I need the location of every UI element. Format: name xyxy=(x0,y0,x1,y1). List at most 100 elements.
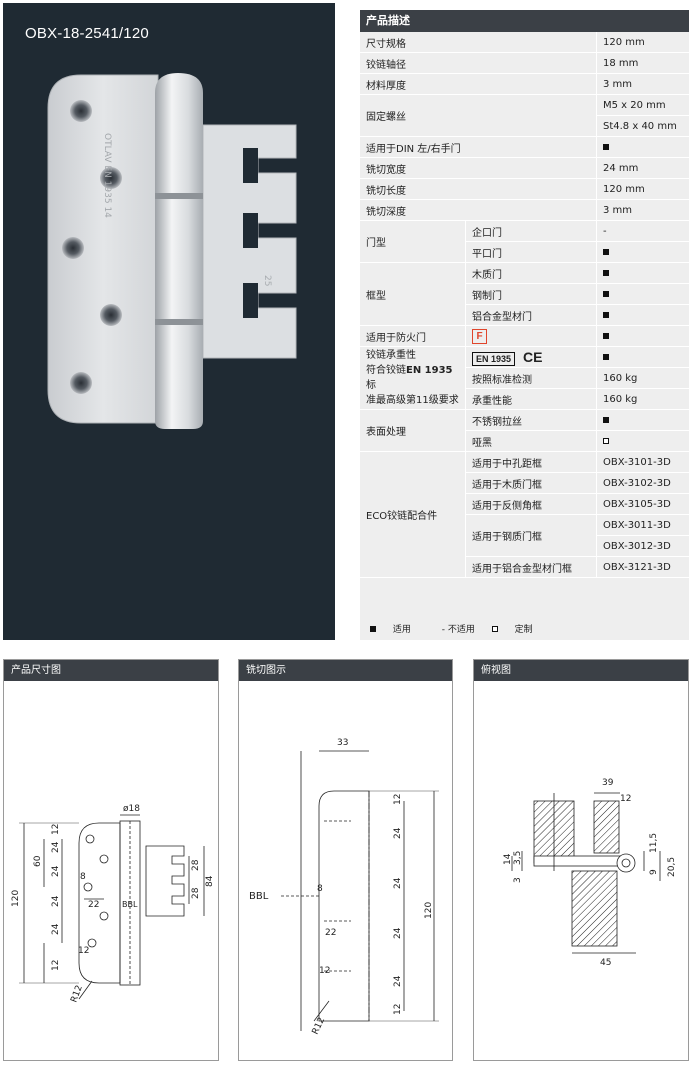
row-value: 18 mm xyxy=(596,52,689,74)
applicable-mark-icon xyxy=(603,248,609,255)
dim-label: 84 xyxy=(205,875,215,887)
top-view-title: 俯视图 xyxy=(474,660,688,681)
applicable-mark-icon xyxy=(603,143,609,150)
row-value xyxy=(596,430,689,452)
legend: 适用 - 不适用 定制 xyxy=(370,622,561,635)
milling-drawing-panel: 铣切图示 33 12 24 24 24 24 12 120 8 22 12 BB… xyxy=(238,659,453,1061)
dim-label: 3,5 xyxy=(513,851,523,865)
applicable-mark-icon xyxy=(603,416,609,423)
applicable-mark-icon xyxy=(603,269,609,276)
row-value xyxy=(596,262,689,284)
ce-mark-icon: CE xyxy=(523,348,543,365)
table-row: 平口门 xyxy=(360,241,689,263)
dim-label: 28 xyxy=(191,859,201,871)
dimension-drawing: ø18 120 60 24 24 24 24 8 22 12 12 12 BBL… xyxy=(11,804,215,1004)
row-sub-label: 适用于反侧角框 xyxy=(465,493,597,515)
dim-label: 8 xyxy=(80,872,86,882)
row-value: OBX-3101-3D xyxy=(596,451,689,473)
fire-door-badge-icon: F xyxy=(472,328,487,344)
svg-text:25: 25 xyxy=(262,275,272,286)
row-value: 160 kg xyxy=(596,388,689,410)
en1935-badge-icon: EN 1935 xyxy=(472,351,516,366)
product-photo-panel: OBX-18-2541/120 OTLAV EN 1935 14 25 xyxy=(3,3,335,640)
row-sub-label: 适用于铝合金型材门框 xyxy=(465,556,597,578)
row-label: 铰链承重性 符合铰链EN 1935标 准最高级第11级要求 xyxy=(360,346,466,410)
dim-label: 12 xyxy=(620,794,631,804)
row-value xyxy=(596,136,689,158)
table-row: 框型木质门 xyxy=(360,262,689,326)
dim-label: 28 xyxy=(191,887,201,899)
svg-text:OTLAV EN 1935 14: OTLAV EN 1935 14 xyxy=(102,133,112,218)
dim-label: 12 xyxy=(393,1004,403,1015)
row-value xyxy=(596,325,689,347)
dim-label: R12 xyxy=(311,1016,328,1036)
hinge-photo: OTLAV EN 1935 14 25 xyxy=(47,73,297,429)
row-value: St4.8 x 40 mm xyxy=(596,115,689,137)
row-value: OBX-3012-3D xyxy=(596,535,689,557)
applicable-mark-icon xyxy=(603,332,609,339)
dim-label: 120 xyxy=(424,902,434,919)
row-sub-label: 适用于中孔距框 xyxy=(465,451,597,473)
row-label: 固定螺丝 xyxy=(360,94,597,137)
dim-label: 24 xyxy=(393,877,403,889)
spec-header: 产品描述 xyxy=(360,10,689,32)
table-row: 铝合金型材门 xyxy=(360,304,689,326)
row-value: 120 mm xyxy=(596,178,689,200)
dim-label: 3 xyxy=(513,877,523,883)
row-value xyxy=(596,346,689,368)
row-value: OBX-3102-3D xyxy=(596,472,689,494)
dim-label: 24 xyxy=(51,895,61,907)
dim-label: ø18 xyxy=(123,804,140,814)
row-value xyxy=(596,409,689,431)
applicable-mark-icon xyxy=(603,290,609,297)
row-sub-label: 适用于木质门框 xyxy=(465,472,597,494)
row-value: OBX-3105-3D xyxy=(596,493,689,515)
dim-label: 20,5 xyxy=(667,857,677,877)
dim-label: 60 xyxy=(33,855,43,867)
custom-mark-icon xyxy=(603,437,609,444)
row-sub-label: F xyxy=(465,325,597,347)
dim-label: 24 xyxy=(393,975,403,987)
row-sub-label: 铝合金型材门 xyxy=(465,304,597,326)
row-value: M5 x 20 mm xyxy=(596,94,689,116)
row-label: 铣切宽度 xyxy=(360,157,597,179)
row-label: 适用于DIN 左/右手门 xyxy=(360,136,597,158)
dim-label: 12 xyxy=(319,966,330,976)
row-value: OBX-3011-3D xyxy=(596,514,689,536)
row-value: 160 kg xyxy=(596,367,689,389)
row-sub-label: 企口门 xyxy=(465,220,597,242)
row-label: 框型 xyxy=(360,262,466,326)
dim-label: 11,5 xyxy=(649,833,659,853)
row-label: 门型 xyxy=(360,220,466,263)
row-sub-label: 钢制门 xyxy=(465,283,597,305)
row-value: 3 mm xyxy=(596,73,689,95)
model-title: OBX-18-2541/120 xyxy=(25,25,149,42)
row-sub-label: 木质门 xyxy=(465,262,597,284)
dim-label: 24 xyxy=(393,827,403,839)
dim-label: 24 xyxy=(51,841,61,853)
dim-label: 12 xyxy=(51,960,61,971)
top-view-drawing: 39 12 14 3,5 3 11,5 9 20,5 45 xyxy=(503,778,677,968)
dim-label: 22 xyxy=(325,928,336,938)
row-label: 铣切深度 xyxy=(360,199,597,221)
applicable-mark-icon xyxy=(603,353,609,360)
row-value: 3 mm xyxy=(596,199,689,221)
row-label: 材料厚度 xyxy=(360,73,597,95)
table-row: OBX-3012-3D xyxy=(360,535,689,557)
dim-label: BBL xyxy=(122,900,138,909)
